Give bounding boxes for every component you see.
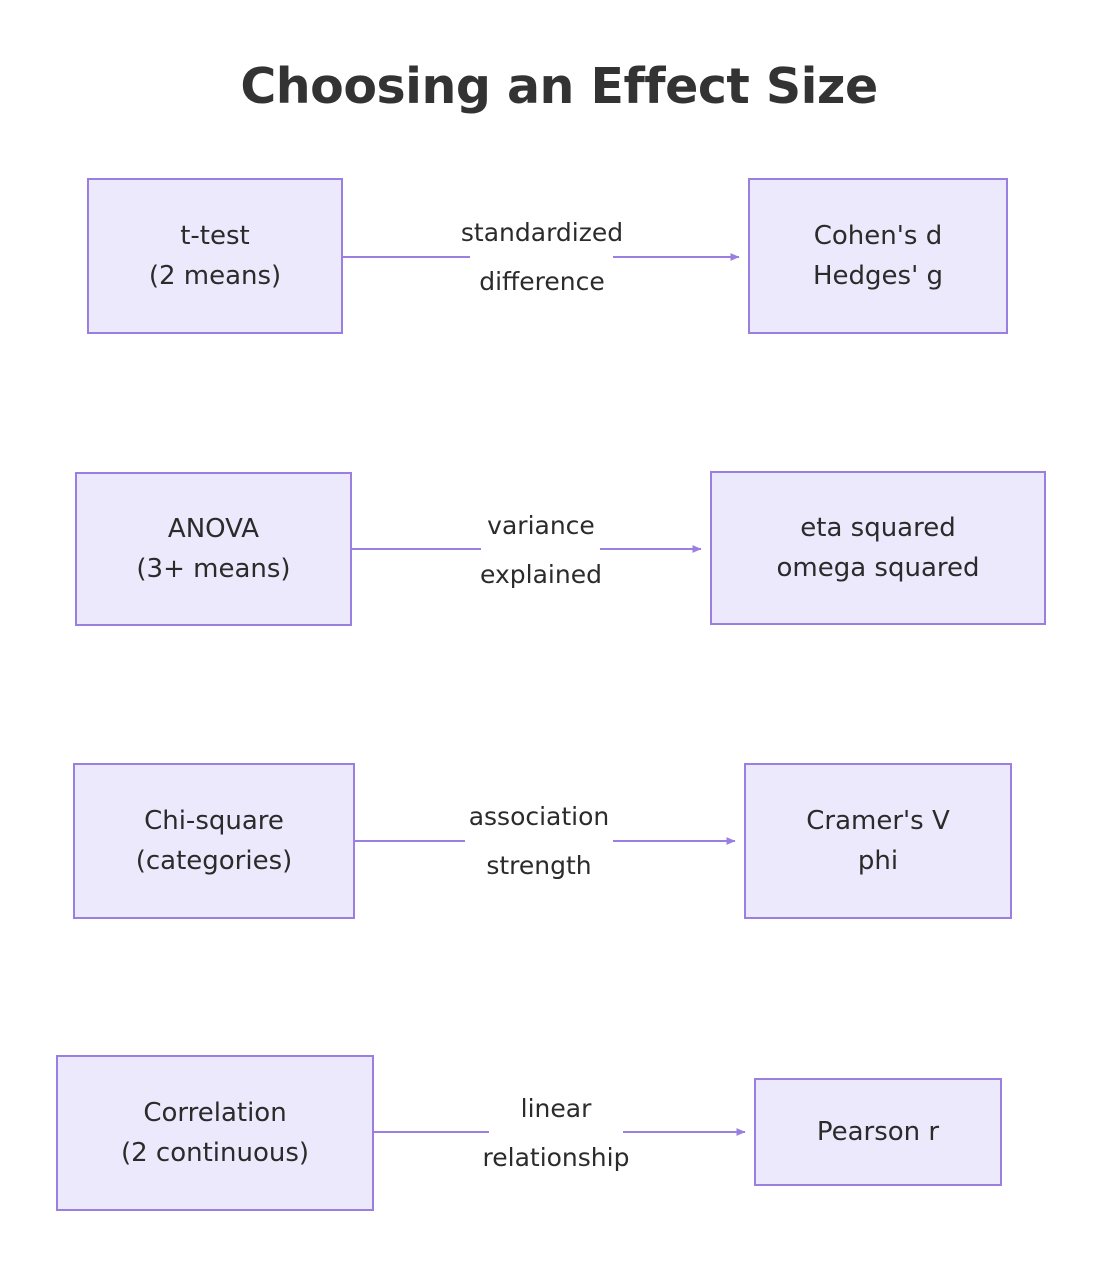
node-label-primary: Cramer's V: [806, 806, 950, 836]
node-label-primary: Pearson r: [816, 1117, 940, 1147]
node-chi-square[interactable]: Chi-square (categories): [73, 763, 355, 919]
node-label-secondary: (2 means): [148, 261, 282, 291]
node-t-test[interactable]: t-test (2 means): [87, 178, 343, 334]
node-label-secondary: Hedges' g: [812, 261, 943, 291]
node-anova[interactable]: ANOVA (3+ means): [75, 472, 352, 626]
node-correlation[interactable]: Correlation (2 continuous): [56, 1055, 374, 1211]
node-cohens-d[interactable]: Cohen's d Hedges' g: [748, 178, 1008, 334]
node-label-secondary: (categories): [135, 846, 293, 876]
node-label-secondary: (2 continuous): [120, 1138, 310, 1168]
node-label-secondary: omega squared: [776, 553, 980, 583]
node-eta-squared[interactable]: eta squared omega squared: [710, 471, 1046, 625]
node-pearson-r[interactable]: Pearson r: [754, 1078, 1002, 1186]
node-label-primary: ANOVA: [167, 514, 260, 544]
node-label-primary: eta squared: [800, 513, 956, 543]
node-cramers-v[interactable]: Cramer's V phi: [744, 763, 1012, 919]
node-label-primary: Cohen's d: [813, 221, 943, 251]
node-label-secondary: (3+ means): [136, 554, 291, 584]
node-label-secondary: phi: [857, 846, 899, 876]
node-label-primary: t-test: [180, 221, 250, 251]
page-title: Choosing an Effect Size: [240, 58, 878, 115]
node-label-primary: Correlation: [143, 1098, 287, 1128]
node-label-primary: Chi-square: [144, 806, 284, 836]
